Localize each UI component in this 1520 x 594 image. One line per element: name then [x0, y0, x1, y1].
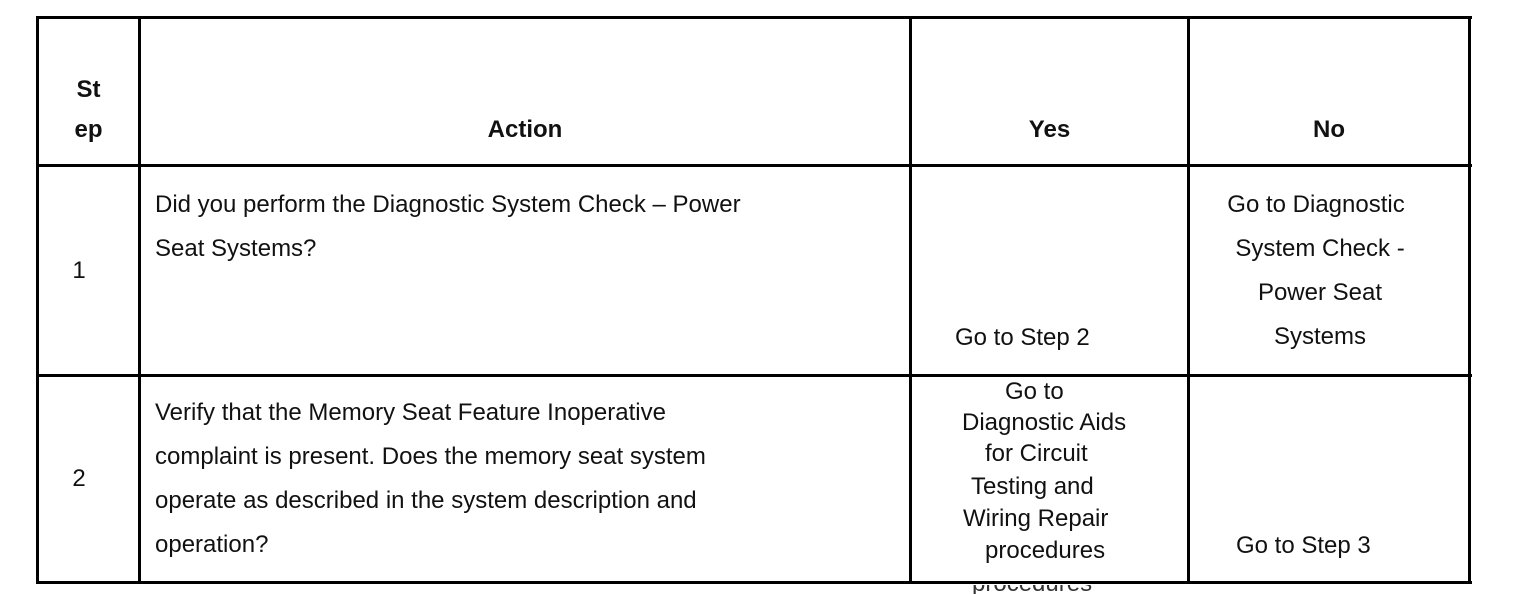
header-action: Action	[487, 116, 563, 143]
row2-yes: Go to Diagnostic Aids for Circuit Testin…	[912, 376, 1187, 568]
row2-action: Verify that the Memory Seat Feature Inop…	[155, 391, 706, 567]
row1-no-line3: Power Seat	[1257, 279, 1383, 306]
row1-no-line2: System Check -	[1235, 235, 1405, 262]
row1-action-line1: Did you perform the Diagnostic System Ch…	[155, 191, 741, 218]
header-no: No	[1313, 116, 1345, 143]
row1-action-line2: Seat Systems?	[155, 235, 317, 262]
row2-yes-overflow-text: procedures	[972, 585, 1092, 594]
row2-yes-line2: Diagnostic Aids	[962, 409, 1127, 436]
row1-step: 1	[72, 257, 86, 284]
header-step-line1: St	[76, 76, 101, 103]
row2-step: 2	[72, 465, 86, 492]
table-left-border	[36, 16, 39, 584]
table-right-border	[1468, 16, 1471, 584]
column-divider-yes-no	[1187, 16, 1190, 584]
row2-action-line1: Verify that the Memory Seat Feature Inop…	[155, 399, 666, 426]
column-divider-step-action	[138, 16, 141, 584]
row2-yes-line5: Wiring Repair	[963, 505, 1109, 532]
row2-no: Go to Step 3	[1236, 532, 1371, 559]
row2-yes-line4: Testing and	[971, 473, 1094, 500]
column-divider-action-yes	[909, 16, 912, 584]
row2-yes-overflow: procedures	[910, 585, 1189, 594]
table-top-border	[36, 16, 1472, 19]
row2-yes-line6: procedures	[985, 537, 1106, 564]
row1-action: Did you perform the Diagnostic System Ch…	[155, 183, 741, 271]
header-yes: Yes	[1028, 116, 1071, 143]
row-divider	[36, 374, 1472, 377]
row2-yes-line3: for Circuit	[985, 440, 1088, 467]
header-step-line2: ep	[74, 116, 103, 143]
row1-no: Go to Diagnostic System Check - Power Se…	[1190, 183, 1450, 359]
row2-action-line3: operate as described in the system descr…	[155, 487, 697, 514]
table-bottom-border	[36, 581, 1472, 584]
row2-action-line4: operation?	[155, 531, 269, 558]
row1-yes: Go to Step 2	[955, 324, 1090, 351]
header-step: St ep	[39, 70, 138, 150]
row1-no-line1: Go to Diagnostic	[1227, 191, 1405, 218]
row2-yes-line1: Go to	[1005, 378, 1064, 405]
row2-action-line2: complaint is present. Does the memory se…	[155, 443, 706, 470]
header-bottom-border	[36, 164, 1472, 167]
row1-no-line4: Systems	[1273, 323, 1366, 350]
